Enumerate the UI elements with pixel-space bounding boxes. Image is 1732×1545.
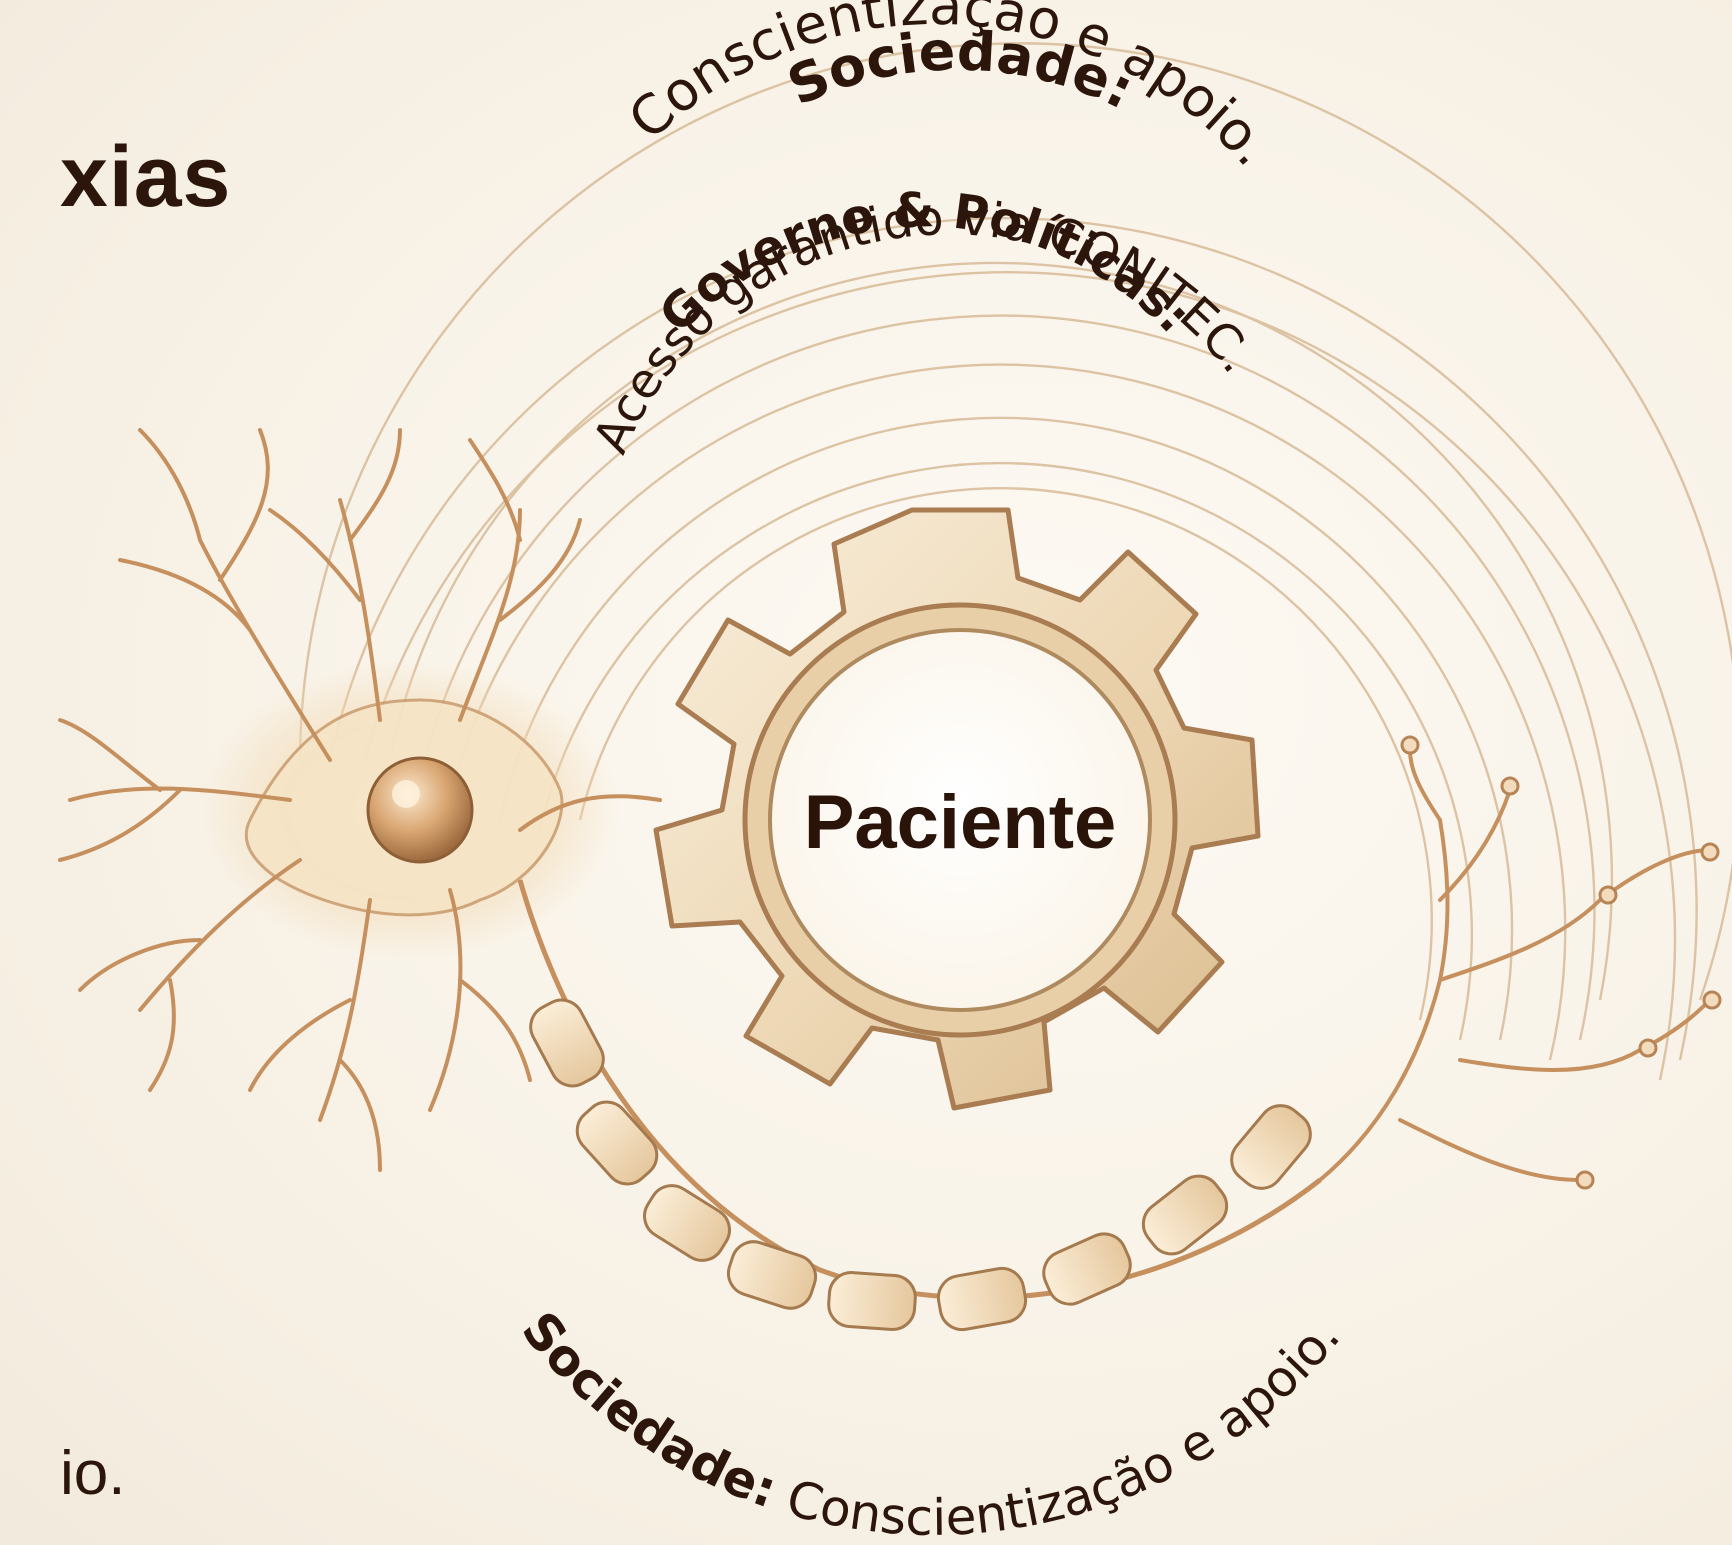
myelin-segments xyxy=(529,998,1312,1332)
ring-label-middle: Governo & Políticas: Acesso garantido vi… xyxy=(583,182,1266,461)
concentric-rings xyxy=(298,42,1732,1081)
body-text-fragment: io. xyxy=(60,1439,126,1508)
ring-label-outer: Sociedade: Conscientização e apoio. xyxy=(617,0,1285,178)
bottom-ring-heading: Sociedade: xyxy=(510,1301,784,1519)
gear-icon: Paciente xyxy=(653,507,1261,1111)
bottom-ring-text: Conscientização e apoio. xyxy=(765,1308,1351,1545)
bottom-ring-label: Sociedade: Conscientização e apoio. xyxy=(510,1301,1351,1545)
neuron-icon xyxy=(58,428,1722,1332)
center-label: Paciente xyxy=(804,780,1117,865)
title-fragment: xias xyxy=(60,129,232,225)
ring-label-bottom: Sociedade: Conscientização e apoio. xyxy=(510,1301,1351,1545)
outer-ring-text: Conscientização e apoio. xyxy=(617,0,1285,178)
